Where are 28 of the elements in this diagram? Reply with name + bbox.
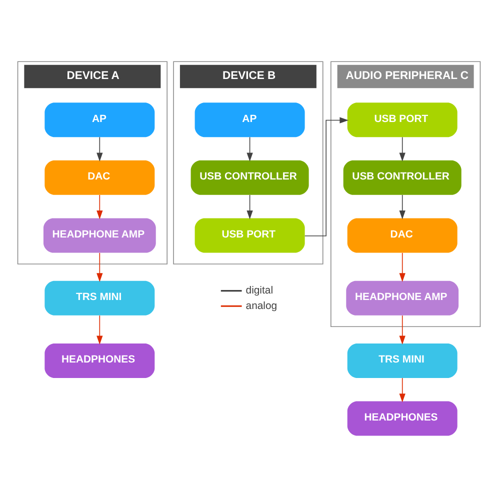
arrow (399, 136, 406, 162)
arrow (304, 116, 349, 236)
arrow (246, 194, 253, 219)
node-box: USB CONTROLLER (190, 160, 309, 194)
arrow (399, 377, 406, 402)
node-box: USB PORT (194, 218, 305, 252)
node-box: USB PORT (347, 102, 458, 137)
node-box: AP (44, 102, 155, 137)
arrow (399, 252, 406, 282)
arrow (399, 314, 406, 344)
node-box: HEADPHONES (347, 400, 458, 436)
node-box: HEADPHONE AMP (43, 218, 156, 252)
legend-label: digital (246, 285, 274, 296)
arrow (96, 194, 103, 219)
legend-label: analog (246, 300, 278, 312)
node-box: TRS MINI (347, 342, 458, 378)
arrow (96, 136, 103, 162)
node-box: DAC (347, 218, 458, 252)
node-box: TRS MINI (44, 280, 155, 315)
node-box: DAC (44, 160, 155, 194)
node-box: AP (194, 102, 305, 137)
node-box: HEADPHONE AMP (346, 280, 459, 315)
node-box: HEADPHONES (44, 342, 155, 378)
node-box: USB CONTROLLER (343, 160, 462, 194)
arrow (399, 194, 406, 219)
arrow (96, 252, 103, 282)
arrow (246, 136, 253, 162)
arrow (96, 314, 103, 344)
